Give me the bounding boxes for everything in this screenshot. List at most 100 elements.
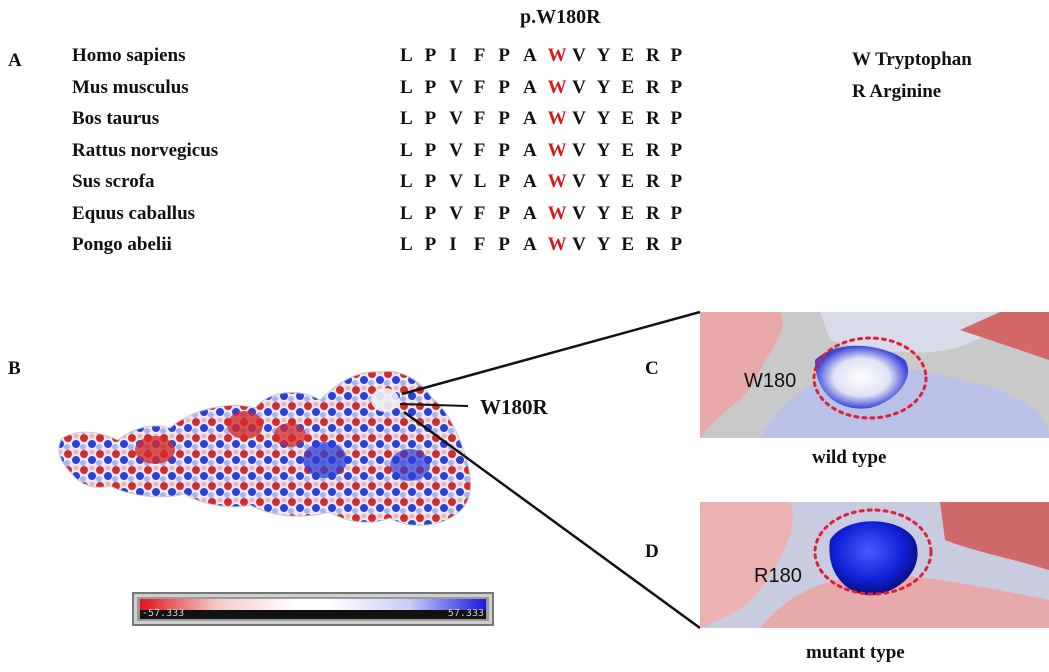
panel-letter-a: A [8, 50, 22, 71]
inset-c-red-region-2 [960, 312, 1049, 360]
residue: A [522, 108, 537, 129]
negative-patch [274, 423, 306, 447]
residue: R [645, 139, 660, 161]
species-name: Bos taurus [72, 108, 160, 129]
positive-patch [303, 442, 347, 478]
residue: R [645, 76, 660, 98]
highlighted-residue: W [547, 171, 567, 192]
residue: P [498, 171, 510, 192]
residue: P [670, 76, 683, 98]
residue: P [498, 45, 510, 66]
inset-c-upper-surface [820, 312, 1000, 353]
residue: P [498, 234, 510, 255]
species-name: Pongo abelii [72, 234, 172, 255]
inset-c-red-region [700, 312, 783, 438]
species-name: Sus scrofa [72, 171, 155, 192]
residue: F [473, 108, 486, 129]
inset-wild-type [700, 312, 1049, 438]
residue: P [670, 171, 683, 192]
residue: A [522, 139, 537, 161]
inset-d-red-region [700, 502, 793, 628]
protein-body [58, 370, 472, 526]
residue: L [400, 139, 413, 161]
inset-d-residue-label: R180 [754, 565, 802, 587]
color-bar-max-label: 57.333 [447, 608, 484, 619]
legend-arginine: R Arginine [852, 81, 942, 102]
residue: P [424, 234, 437, 255]
residue: I [449, 45, 457, 66]
structure-figure [58, 310, 1049, 630]
negative-patch [227, 411, 263, 439]
residue: V [572, 171, 586, 192]
residue: E [621, 202, 635, 224]
zoom-line-bottom [403, 410, 701, 630]
residue: V [449, 108, 463, 129]
inset-d-arginine-bulge [829, 521, 918, 596]
residue: P [498, 139, 510, 161]
panel-letter-d: D [645, 541, 659, 562]
residue: A [522, 171, 537, 192]
residue: V [572, 76, 586, 98]
residue: E [621, 76, 635, 98]
residue: L [400, 108, 413, 129]
residue: L [473, 171, 487, 192]
amino-acid-legend: W Tryptophan R Arginine [852, 44, 972, 108]
residue: I [449, 234, 457, 255]
highlighted-residue: W [547, 76, 567, 98]
protein-surface [58, 370, 472, 526]
residue: V [572, 139, 586, 161]
residue: Y [596, 234, 611, 255]
residue: P [424, 202, 437, 224]
inset-d-lower-surface [760, 574, 1049, 628]
residue: F [473, 234, 486, 255]
residue: R [645, 45, 660, 66]
positive-patch [390, 449, 430, 481]
residue: Y [596, 202, 611, 224]
residue: V [572, 202, 586, 224]
residue: E [621, 45, 635, 66]
residue: V [449, 76, 463, 98]
inset-d-red-region-2 [940, 502, 1049, 570]
residue: V [449, 202, 463, 224]
mutation-label: W180R [480, 395, 548, 419]
panel-letter-c: C [645, 358, 659, 379]
residue: P [498, 76, 510, 98]
residue: Y [596, 76, 611, 98]
residue: P [424, 45, 437, 66]
residue: P [670, 108, 683, 129]
residue: L [400, 171, 413, 192]
residue: R [645, 202, 660, 224]
residue: F [473, 139, 486, 161]
species-name: Rattus norvegicus [72, 139, 219, 161]
residue: F [473, 76, 486, 98]
residue: Y [596, 108, 611, 129]
residue: A [522, 234, 537, 255]
residue: P [424, 171, 437, 192]
residue: P [670, 139, 683, 161]
legend-tryptophan: W Tryptophan [852, 49, 972, 70]
neutral-patch [371, 388, 399, 412]
residue: Y [596, 171, 611, 192]
residue: L [400, 202, 413, 224]
panel-letter-b: B [8, 358, 21, 379]
residue: P [670, 45, 683, 66]
residue: V [572, 234, 586, 255]
residue: P [498, 202, 510, 224]
residue: Y [596, 45, 611, 66]
residue: V [572, 45, 586, 66]
highlighted-residue: W [547, 234, 567, 255]
inset-c-dotted-circle [812, 336, 928, 420]
residue: E [621, 171, 635, 192]
residue: P [424, 139, 437, 161]
residue: P [670, 234, 683, 255]
species-name: Mus musculus [72, 76, 189, 98]
inset-mutant-type [700, 502, 1049, 628]
species-name: Equus caballus [72, 202, 196, 224]
